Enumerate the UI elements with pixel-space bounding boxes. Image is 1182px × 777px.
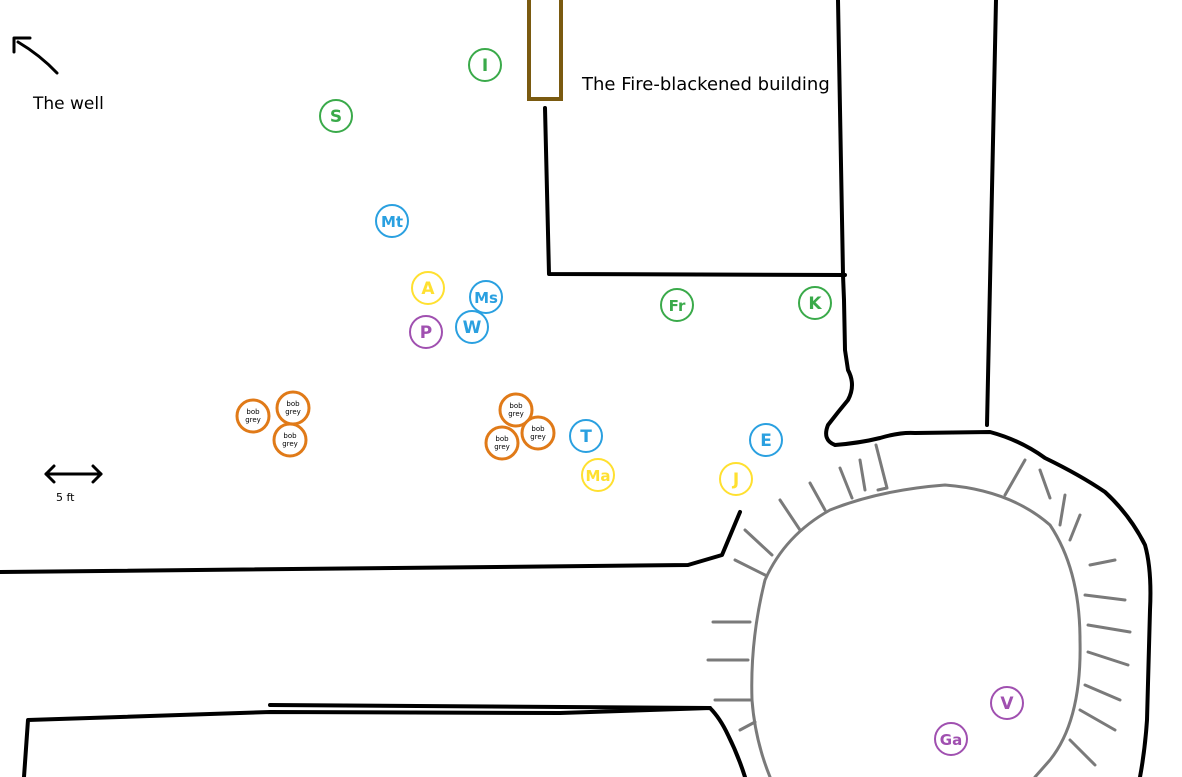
enemy-label-line1: bob [531, 425, 545, 433]
token-circle[interactable] [569, 419, 603, 453]
building-walls [0, 0, 1153, 777]
token-circle[interactable] [411, 271, 445, 305]
enemy-circle[interactable] [520, 415, 556, 451]
token-label: V [1000, 694, 1014, 714]
token-label: K [808, 294, 822, 314]
token-circle[interactable] [409, 315, 443, 349]
enemy-circle[interactable] [498, 392, 534, 428]
enemy-label-line2: grey [530, 433, 546, 441]
token-circle[interactable] [455, 310, 489, 344]
token-label: J [732, 470, 739, 490]
enemy-circle[interactable] [272, 422, 308, 458]
token-label: Ma [585, 467, 610, 485]
token-w[interactable]: W [455, 310, 489, 344]
token-k[interactable]: K [798, 286, 832, 320]
crater-pit [706, 443, 1132, 777]
road-south-edge-inner [268, 703, 712, 710]
token-circle[interactable] [719, 462, 753, 496]
token-mt[interactable]: Mt [375, 204, 409, 238]
token-label: I [482, 56, 488, 76]
well-arrow-icon [12, 36, 59, 75]
token-circle[interactable] [660, 288, 694, 322]
token-circle[interactable] [990, 686, 1024, 720]
wall-to-crater [824, 273, 1153, 777]
token-circle[interactable] [749, 423, 783, 457]
token-t[interactable]: T [569, 419, 603, 453]
enemy-label-line1: bob [495, 435, 509, 443]
token-s[interactable]: S [319, 99, 353, 133]
token-label: Ga [940, 731, 962, 749]
token-label: P [420, 323, 432, 343]
crater-inner-rim [750, 483, 1082, 777]
crater-outer-rim [874, 443, 889, 492]
building-label: The Fire-blackened building [581, 74, 830, 95]
building-right-wall [836, 0, 845, 276]
token-circle[interactable] [468, 48, 502, 82]
token-label: Mt [381, 213, 403, 231]
token-label: A [421, 279, 435, 299]
token-circle[interactable] [469, 280, 503, 314]
scale-bar [44, 464, 103, 484]
enemy-label-line2: grey [282, 440, 298, 448]
enemy-label-line2: grey [508, 410, 524, 418]
token-circle[interactable] [934, 722, 968, 756]
token-e[interactable]: E [749, 423, 783, 457]
token-label: E [760, 431, 772, 451]
token-ms[interactable]: Ms [469, 280, 503, 314]
token-j[interactable]: J [719, 462, 753, 496]
enemy-circle[interactable] [484, 425, 520, 461]
enemy-label-line2: grey [285, 408, 301, 416]
token-label: T [580, 427, 592, 447]
token-i[interactable]: I [468, 48, 502, 82]
enemy-label-line1: bob [283, 432, 297, 440]
token-label: S [330, 107, 342, 127]
enemy-label-line2: grey [494, 443, 510, 451]
enemy-label-line1: bob [286, 400, 300, 408]
road-north-edge [0, 510, 742, 574]
enemy-tokens: bobgreybobgreybobgreybobgreybobgreybobgr… [235, 390, 556, 461]
enemy-label-line1: bob [509, 402, 523, 410]
building-left-wall [543, 106, 847, 277]
token-label: Ms [474, 289, 498, 307]
token-label: W [463, 318, 482, 338]
well-label: The well [32, 94, 104, 114]
token-fr[interactable]: Fr [660, 288, 694, 322]
token-circle[interactable] [581, 458, 615, 492]
enemy-label-line1: bob [246, 408, 260, 416]
token-circle[interactable] [319, 99, 353, 133]
token-a[interactable]: A [411, 271, 445, 305]
scale-label: 5 ft [56, 491, 75, 504]
road-south-edge [22, 706, 747, 777]
east-wall [985, 0, 998, 427]
token-ga[interactable]: Ga [934, 722, 968, 756]
token-circle[interactable] [798, 286, 832, 320]
token-circle[interactable] [375, 204, 409, 238]
token-ma[interactable]: Ma [581, 458, 615, 492]
token-label: Fr [669, 297, 686, 315]
token-v[interactable]: V [990, 686, 1024, 720]
building-door [527, 0, 563, 101]
crater-hatch-upper-right [1003, 458, 1027, 497]
enemy-circle[interactable] [235, 398, 271, 434]
enemy-label-line2: grey [245, 416, 261, 424]
token-p[interactable]: P [409, 315, 443, 349]
